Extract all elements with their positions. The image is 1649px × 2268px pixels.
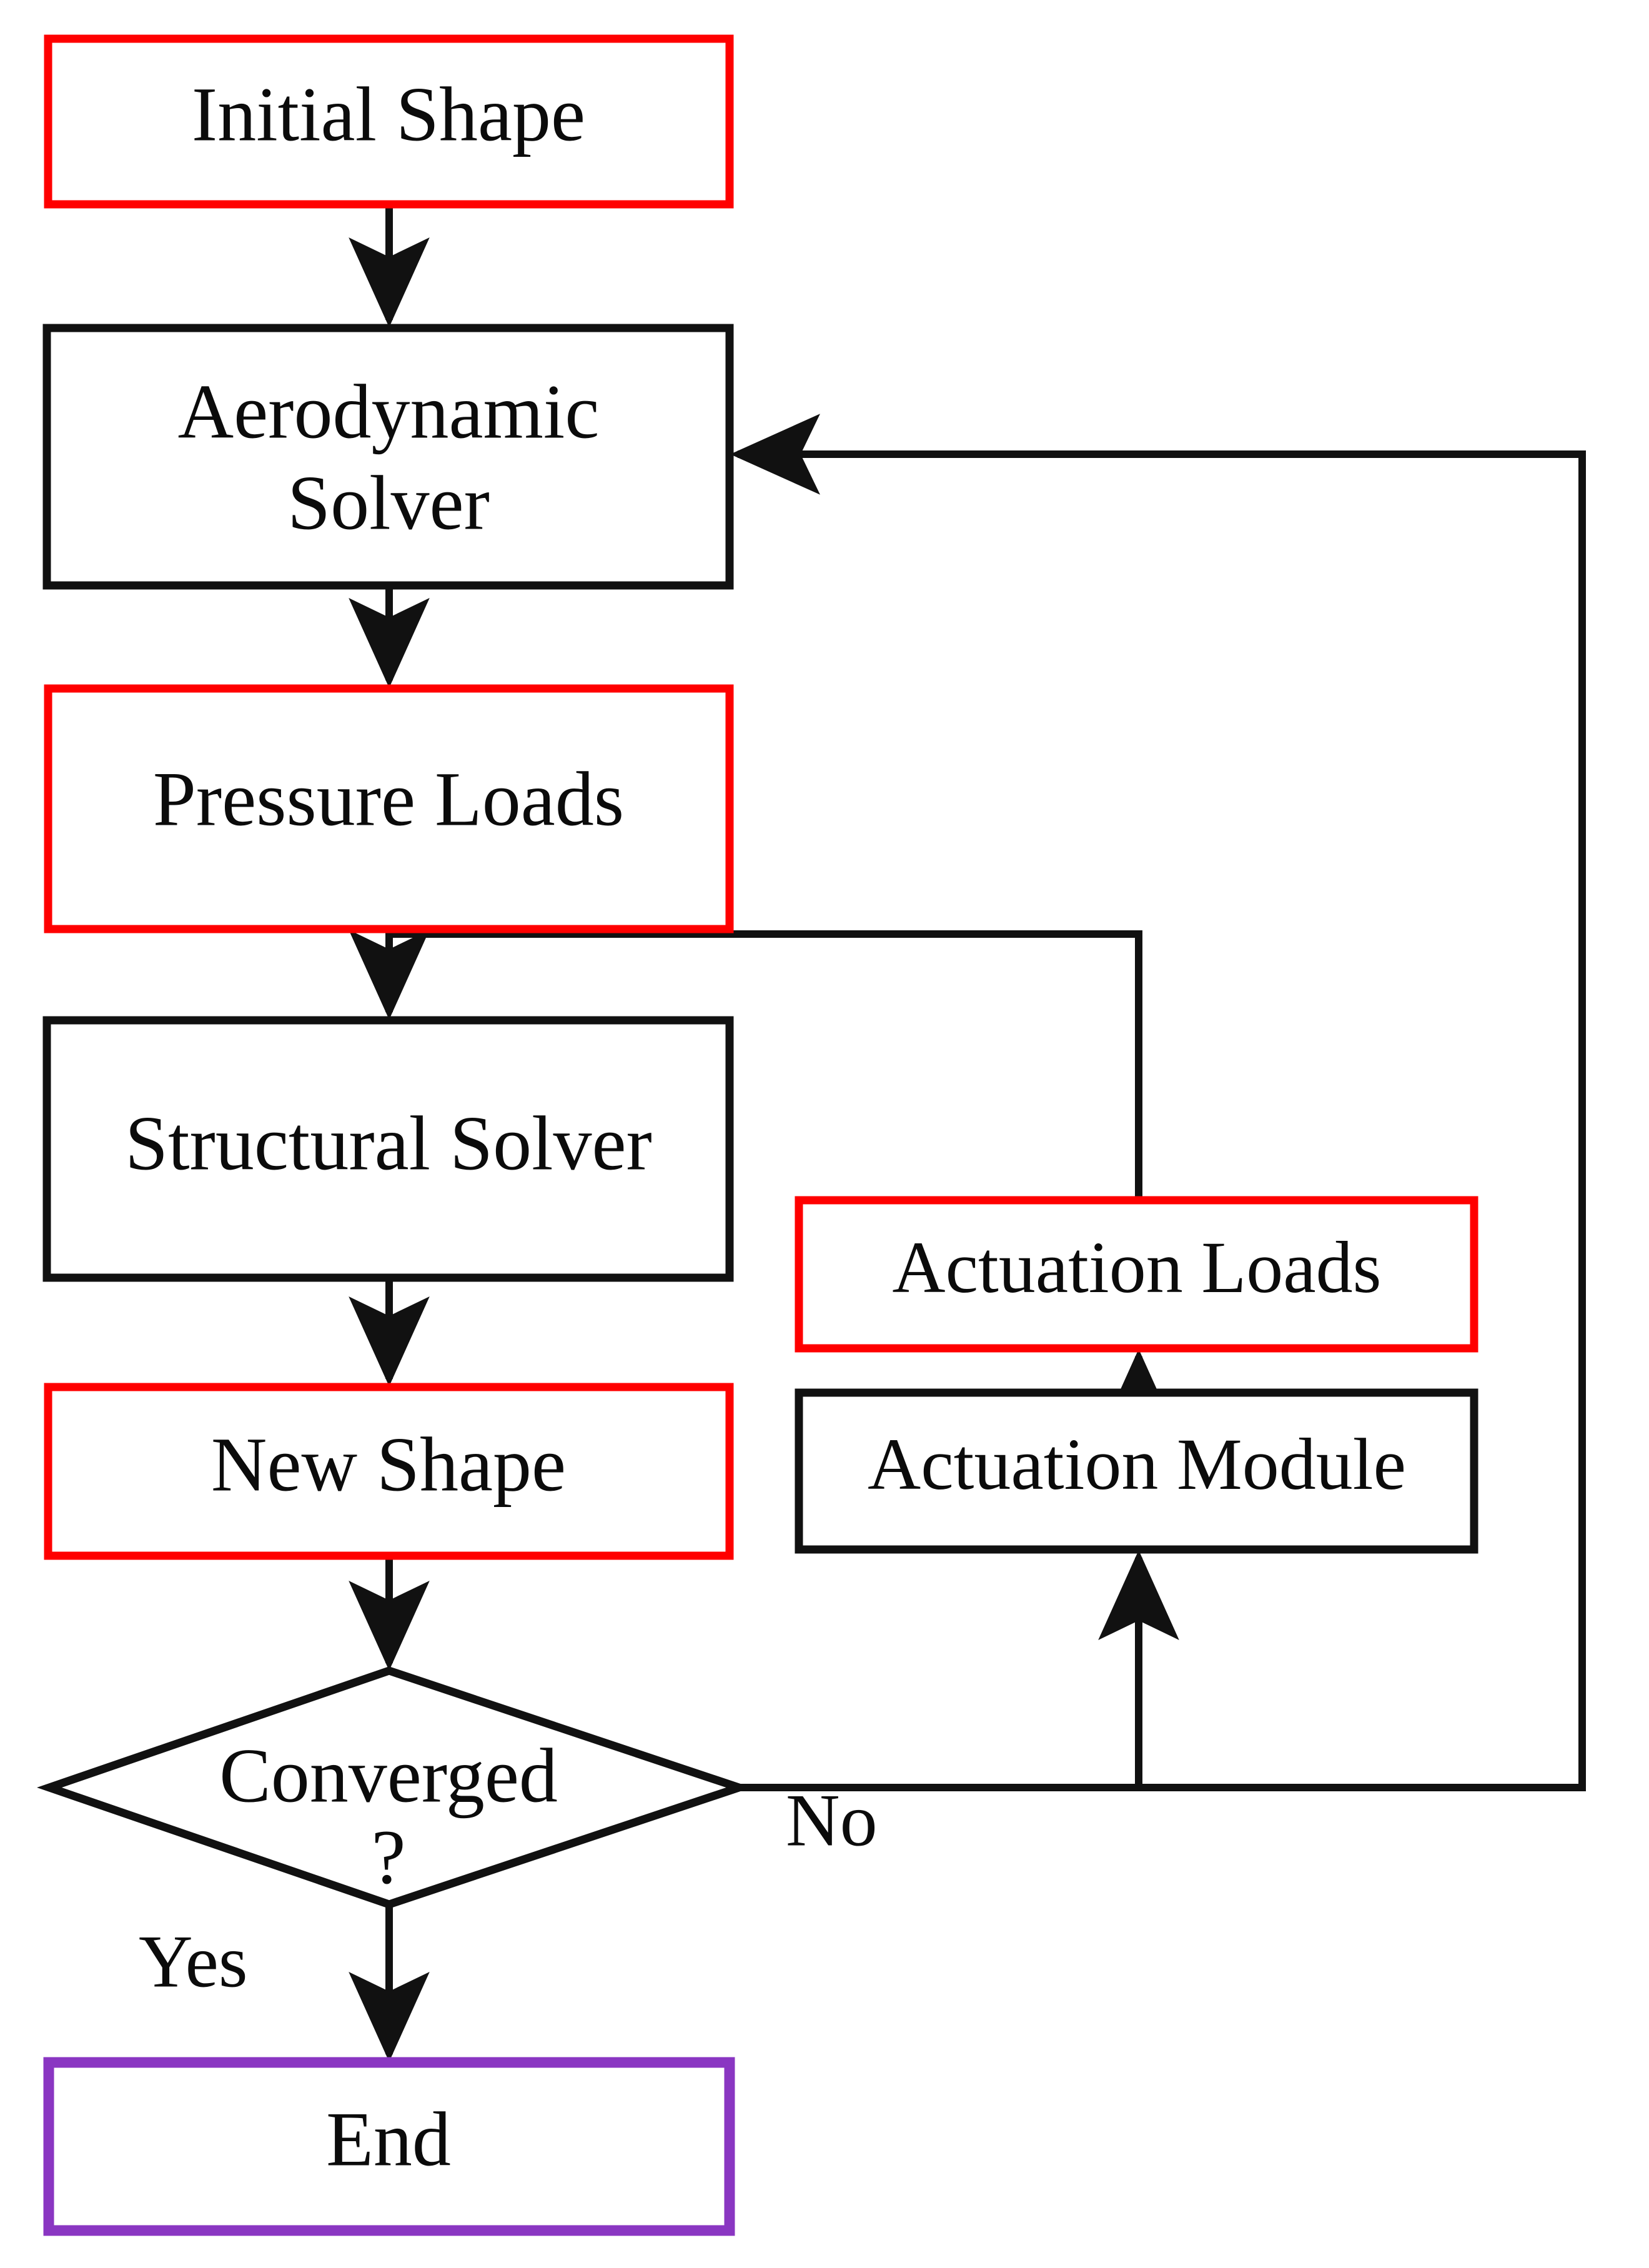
pressure-loads-label: Pressure Loads	[153, 756, 624, 842]
new-shape-label: New Shape	[211, 1421, 566, 1507]
node-new-shape[interactable]: New Shape	[44, 1383, 734, 1560]
node-converged-decision[interactable]: Converged ?	[37, 1666, 752, 1909]
node-actuation-module[interactable]: Actuation Module	[795, 1388, 1478, 1554]
node-structural-solver[interactable]: Structural Solver	[42, 1016, 734, 1282]
structural-solver-box[interactable]	[42, 1016, 734, 1282]
edge-label-yes: Yes	[139, 1920, 248, 2003]
converged-decision-diamond[interactable]	[37, 1666, 752, 1909]
actuation-module-label: Actuation Module	[868, 1423, 1406, 1505]
aerodynamic-solver-box[interactable]	[42, 324, 734, 590]
end-box[interactable]	[43, 2057, 735, 2236]
actuation-loads-box[interactable]	[795, 1196, 1478, 1353]
node-aerodynamic-solver[interactable]: Aerodynamic Solver	[42, 324, 734, 590]
actuation-loads-label: Actuation Loads	[892, 1226, 1381, 1308]
edge-label-no: No	[786, 1779, 878, 1862]
edge-feedback-to-aero	[730, 414, 1586, 1791]
converged-decision-label: Converged	[219, 1733, 558, 1818]
new-shape-box[interactable]	[44, 1383, 734, 1560]
initial-shape-label: Initial Shape	[192, 71, 585, 157]
actuation-module-box[interactable]	[795, 1388, 1478, 1554]
node-initial-shape[interactable]: Initial Shape	[44, 34, 734, 209]
end-label: End	[326, 2096, 451, 2182]
connector-group	[349, 204, 1586, 2062]
aerodynamic-solver-label-line2: Solver	[287, 460, 490, 545]
converged-decision-question-mark: ?	[371, 1814, 405, 1899]
node-actuation-loads[interactable]: Actuation Loads	[795, 1196, 1478, 1353]
initial-shape-box[interactable]	[44, 34, 734, 209]
node-pressure-loads[interactable]: Pressure Loads	[44, 684, 734, 933]
pressure-loads-box[interactable]	[44, 684, 734, 933]
node-end[interactable]: End	[43, 2057, 735, 2236]
edge-converged-no-to-actuation-module	[739, 1550, 1179, 1791]
edge-pressure-to-actuation-loads	[389, 930, 1142, 1200]
aerodynamic-solver-label-line1: Aerodynamic	[178, 369, 600, 454]
structural-solver-label: Structural Solver	[125, 1100, 652, 1186]
